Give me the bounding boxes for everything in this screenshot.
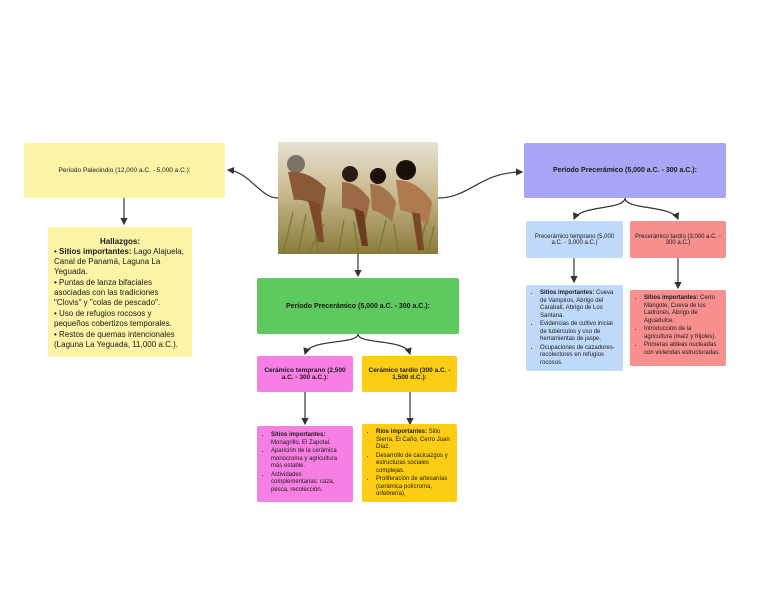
- hallazgos-item: • Restos de quemas intencionales (Laguna…: [54, 330, 178, 349]
- connector-ceramico-to-tardio: [357, 333, 412, 356]
- connector-ceramico-to-temprano: [303, 333, 359, 356]
- preceramico-node[interactable]: Período Precerámico (5,000 a.C. - 300 a.…: [524, 143, 726, 198]
- people-gathering-photo: [278, 142, 438, 254]
- ceramico-tardio-detail[interactable]: Ríos importantes: Sitio Sierra, El Caño,…: [362, 424, 457, 502]
- hallazgos-title: Hallazgos:: [99, 237, 140, 246]
- list-item: Desarrollo de cacicazgos y estructuras s…: [376, 453, 452, 476]
- paleoindio-title: Período Paleoindio (12,000 a.C. - 5,000 …: [58, 167, 191, 174]
- preceramico-tardio-title: Precerámico tardío (3,000 a.C. - 300 a.C…: [635, 233, 721, 246]
- preceramico-temprano-detail[interactable]: Sitios importantes: Cueva de Vampiros, A…: [526, 285, 623, 371]
- preceramico-temprano-list: Sitios importantes: Cueva de Vampiros, A…: [531, 290, 618, 367]
- connector-image-to-paleo: [226, 166, 279, 199]
- hallazgos-list: • Sitios importantes: Lago Alajuela, Can…: [54, 247, 186, 350]
- list-item: Proliferación de artesanías (cerámica po…: [376, 476, 452, 499]
- preceramico-temprano-title: Precerámico temprano (5,000 a.C. - 3,000…: [534, 233, 615, 246]
- preceramico-title: Período Precerámico (5,000 a.C. - 300 a.…: [553, 167, 697, 174]
- list-item: Ocupaciones de cazadores-recolectores en…: [540, 345, 618, 368]
- preceramico-tardio-detail[interactable]: Sitios importantes: Cerro Mangote, Cueva…: [630, 290, 726, 366]
- preceramico-tardio-list: Sitios importantes: Cerro Mangote, Cueva…: [635, 295, 721, 357]
- ceramico-main-node[interactable]: Período Precerámico (5,000 a.C. - 300 a.…: [257, 278, 459, 334]
- preceramico-temprano-node[interactable]: Precerámico temprano (5,000 a.C. - 3,000…: [526, 221, 623, 258]
- hallazgos-item: • Puntas de lanza bifaciales asociadas c…: [54, 278, 161, 307]
- hallazgos-item: • Sitios importantes: Lago Alajuela, Can…: [54, 247, 184, 276]
- list-item: Ríos importantes: Sitio Sierra, El Caño,…: [376, 429, 452, 452]
- connector-preceramico-to-tardio: [624, 197, 679, 221]
- ceramico-main-title: Período Precerámico (5,000 a.C. - 300 a.…: [286, 302, 430, 310]
- list-item: Evidencias de cultivo inicial de tubércu…: [540, 321, 618, 344]
- hallazgos-item: • Uso de refugios rocosos y pequeños cob…: [54, 309, 172, 328]
- ceramico-temprano-detail[interactable]: Sitios importantes: Monagrillo, El Zapot…: [257, 426, 353, 502]
- ceramico-tardio-title: Cerámico tardío (300 a.C. - 1,500 d.C.):: [368, 367, 451, 381]
- list-item: Actividades complementarias: caza, pesca…: [271, 472, 348, 495]
- connector-image-to-preceramico: [437, 168, 524, 199]
- list-item: Sitios importantes: Cerro Mangote, Cueva…: [644, 295, 721, 325]
- ceramico-tardio-node[interactable]: Cerámico tardío (300 a.C. - 1,500 d.C.):: [362, 356, 457, 392]
- ceramico-temprano-node[interactable]: Cerámico temprano (2,500 a.C. - 300 a.C.…: [257, 356, 353, 392]
- ceramico-temprano-title: Cerámico temprano (2,500 a.C. - 300 a.C.…: [264, 367, 346, 381]
- list-item: Sitios importantes: Cueva de Vampiros, A…: [540, 290, 618, 320]
- preceramico-tardio-node[interactable]: Precerámico tardío (3,000 a.C. - 300 a.C…: [630, 221, 726, 258]
- ceramico-tardio-list: Ríos importantes: Sitio Sierra, El Caño,…: [367, 429, 452, 499]
- list-item: Aparición de la cerámica monocroma y agr…: [271, 448, 348, 471]
- paleoindio-node[interactable]: Período Paleoindio (12,000 a.C. - 5,000 …: [24, 143, 225, 198]
- connector-preceramico-to-temprano: [573, 197, 626, 221]
- list-item: Primeras aldeas nucleadas con viviendas …: [644, 342, 721, 357]
- list-item: Sitios importantes: Monagrillo, El Zapot…: [271, 432, 348, 447]
- hallazgos-node[interactable]: Hallazgos: • Sitios importantes: Lago Al…: [48, 227, 192, 357]
- ceramico-temprano-list: Sitios importantes: Monagrillo, El Zapot…: [262, 432, 348, 494]
- list-item: Introducción de la agricultura (maíz y f…: [644, 326, 721, 341]
